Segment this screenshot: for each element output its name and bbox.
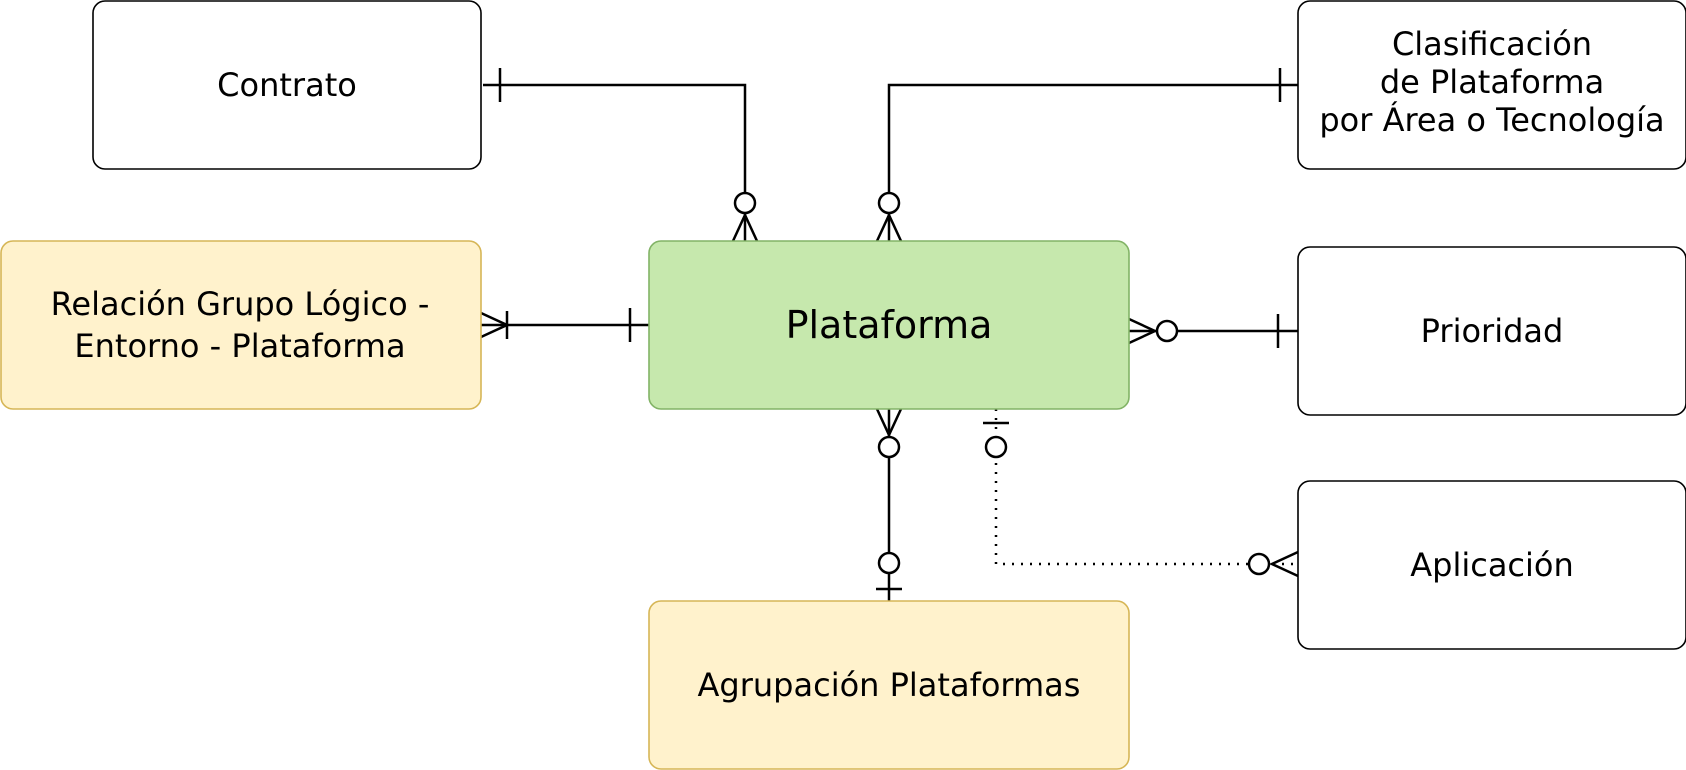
entity-label: Aplicación bbox=[1410, 546, 1574, 584]
entity-label: Contrato bbox=[217, 66, 357, 104]
svg-text:de Plataforma: de Plataforma bbox=[1380, 63, 1604, 101]
entity-plataforma[interactable]: Plataforma bbox=[648, 240, 1130, 410]
relationship-contrato-plataforma bbox=[483, 68, 759, 242]
entity-label: de Plataforma bbox=[1380, 63, 1604, 101]
zero-mark bbox=[1155, 319, 1179, 343]
zero-mark bbox=[877, 435, 901, 459]
entity-label: por Área o Tecnología bbox=[1319, 101, 1664, 139]
crowfoot-many bbox=[1269, 550, 1299, 578]
entity-label: Relación Grupo Lógico - bbox=[51, 285, 430, 323]
entity-label: Entorno - Plataforma bbox=[74, 327, 405, 365]
zero-mark bbox=[1247, 552, 1271, 576]
svg-text:Aplicación: Aplicación bbox=[1410, 546, 1574, 584]
svg-text:Plataforma: Plataforma bbox=[786, 303, 993, 347]
zero-mark bbox=[877, 551, 901, 575]
relationship-plataforma-agrupacion bbox=[875, 408, 903, 601]
relationship-clasificacion-plataforma bbox=[875, 68, 1298, 242]
svg-text:Clasificación: Clasificación bbox=[1392, 25, 1592, 63]
entity-label: Clasificación bbox=[1392, 25, 1592, 63]
svg-text:Prioridad: Prioridad bbox=[1421, 312, 1564, 350]
entity-relacion[interactable]: Relación Grupo Lógico - Entorno - Plataf… bbox=[0, 240, 482, 410]
zero-mark bbox=[877, 191, 901, 215]
relationship-plataforma-aplicacion bbox=[983, 409, 1299, 578]
entity-clasificacion[interactable]: Clasificación de Plataforma por Área o T… bbox=[1297, 0, 1686, 170]
crowfoot-many bbox=[1128, 317, 1158, 345]
svg-text:Contrato: Contrato bbox=[217, 66, 357, 104]
entity-agrupacion[interactable]: Agrupación Plataformas bbox=[648, 600, 1130, 770]
svg-text:Relación Grupo Lógico -: Relación Grupo Lógico - bbox=[51, 285, 430, 323]
relationship-relacion-plataforma bbox=[480, 308, 649, 342]
entity-label: Plataforma bbox=[786, 303, 993, 347]
crowfoot-many bbox=[875, 408, 903, 438]
entity-contrato[interactable]: Contrato bbox=[92, 0, 482, 170]
entity-label: Agrupación Plataformas bbox=[698, 666, 1081, 704]
relationship-plataforma-prioridad bbox=[1128, 314, 1298, 348]
crowfoot-many bbox=[875, 212, 903, 242]
entity-prioridad[interactable]: Prioridad bbox=[1297, 246, 1686, 416]
svg-text:Agrupación Plataformas: Agrupación Plataformas bbox=[698, 666, 1081, 704]
entity-label: Prioridad bbox=[1421, 312, 1564, 350]
relationships bbox=[480, 68, 1299, 601]
crowfoot-many bbox=[731, 212, 759, 242]
entity-aplicacion[interactable]: Aplicación bbox=[1297, 480, 1686, 650]
zero-mark bbox=[733, 191, 757, 215]
svg-text:Entorno - Plataforma: Entorno - Plataforma bbox=[74, 327, 405, 365]
zero-mark bbox=[984, 435, 1008, 459]
svg-text:por Área o Tecnología: por Área o Tecnología bbox=[1319, 101, 1664, 139]
